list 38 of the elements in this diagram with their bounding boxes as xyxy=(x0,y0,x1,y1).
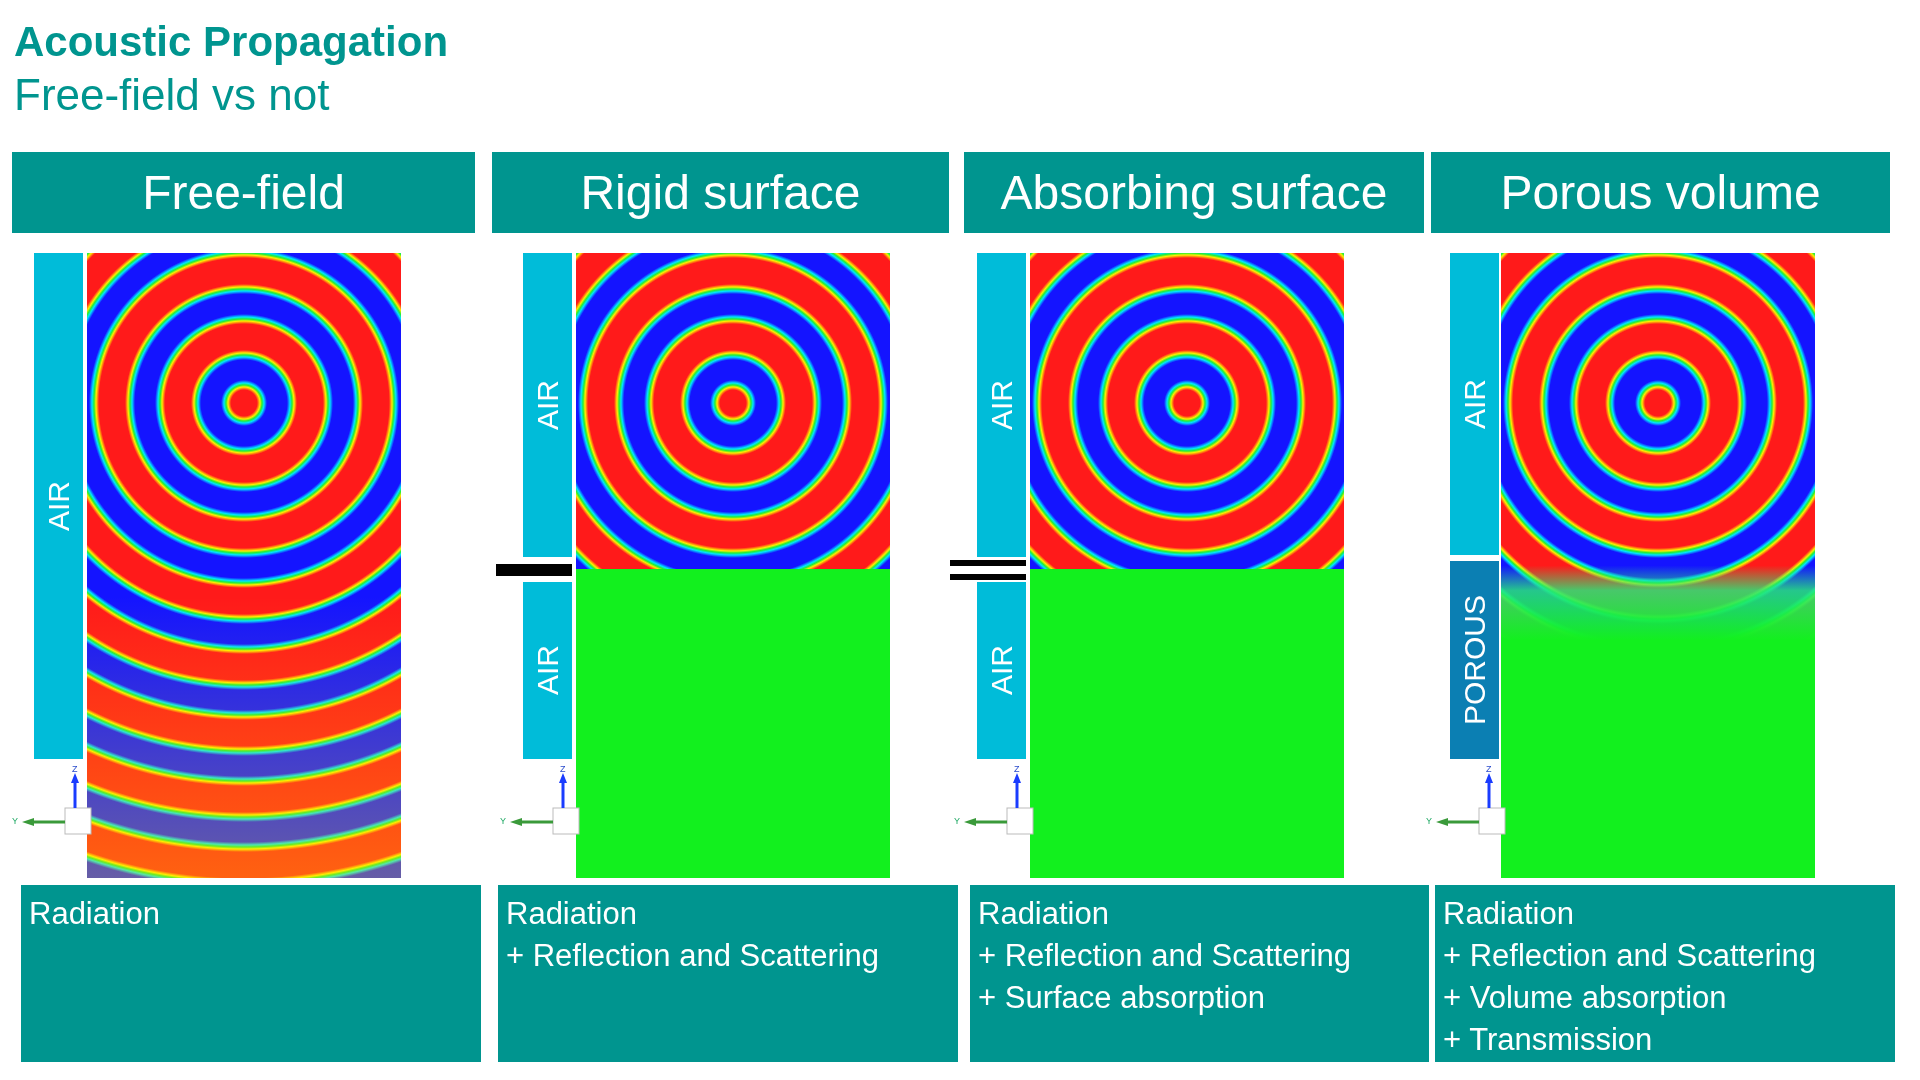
effect-line: + Volume absorption xyxy=(1443,979,1728,1017)
medium-label: AIR xyxy=(41,481,76,531)
effect-line: + Surface absorption xyxy=(978,979,1266,1017)
medium-bar xyxy=(1450,561,1499,759)
medium-label: AIR xyxy=(984,380,1019,430)
axis-label: Y xyxy=(954,816,960,826)
description-panel xyxy=(498,885,958,1062)
effect-heading: Radiation xyxy=(506,895,638,933)
medium-bar xyxy=(1450,253,1499,555)
medium-bar xyxy=(34,253,83,759)
slide-title: Acoustic Propagation xyxy=(14,18,449,66)
medium-bar xyxy=(977,253,1026,557)
description-panel xyxy=(21,885,481,1062)
column-header: Free-field xyxy=(12,152,475,233)
effect-line: + Reflection and Scattering xyxy=(506,937,881,975)
medium-label: AIR xyxy=(530,380,565,430)
effect-line: + Reflection and Scattering xyxy=(978,937,1353,975)
effect-line: + Transmission xyxy=(1443,1021,1654,1059)
medium-bar xyxy=(523,253,572,557)
medium-label: POROUS xyxy=(1457,595,1492,725)
medium-label: AIR xyxy=(984,645,1019,696)
effect-heading: Radiation xyxy=(978,895,1110,933)
axis-label: Y xyxy=(1426,816,1432,826)
description-panel xyxy=(1435,885,1895,1062)
medium-label: AIR xyxy=(1457,379,1492,429)
column-header: Porous volume xyxy=(1431,152,1890,233)
column-header: Absorbing surface xyxy=(964,152,1424,233)
effect-heading: Radiation xyxy=(29,895,161,933)
medium-label: AIR xyxy=(530,645,565,696)
description-panel xyxy=(970,885,1429,1062)
effect-line: + Reflection and Scattering xyxy=(1443,937,1818,975)
axis-label: Y xyxy=(12,816,18,826)
slide-subtitle: Free-field vs not xyxy=(14,70,330,120)
axis-label: Y xyxy=(500,816,506,826)
column-header: Rigid surface xyxy=(492,152,949,233)
effect-heading: Radiation xyxy=(1443,895,1575,933)
medium-bar xyxy=(523,582,572,759)
medium-bar xyxy=(977,582,1026,759)
